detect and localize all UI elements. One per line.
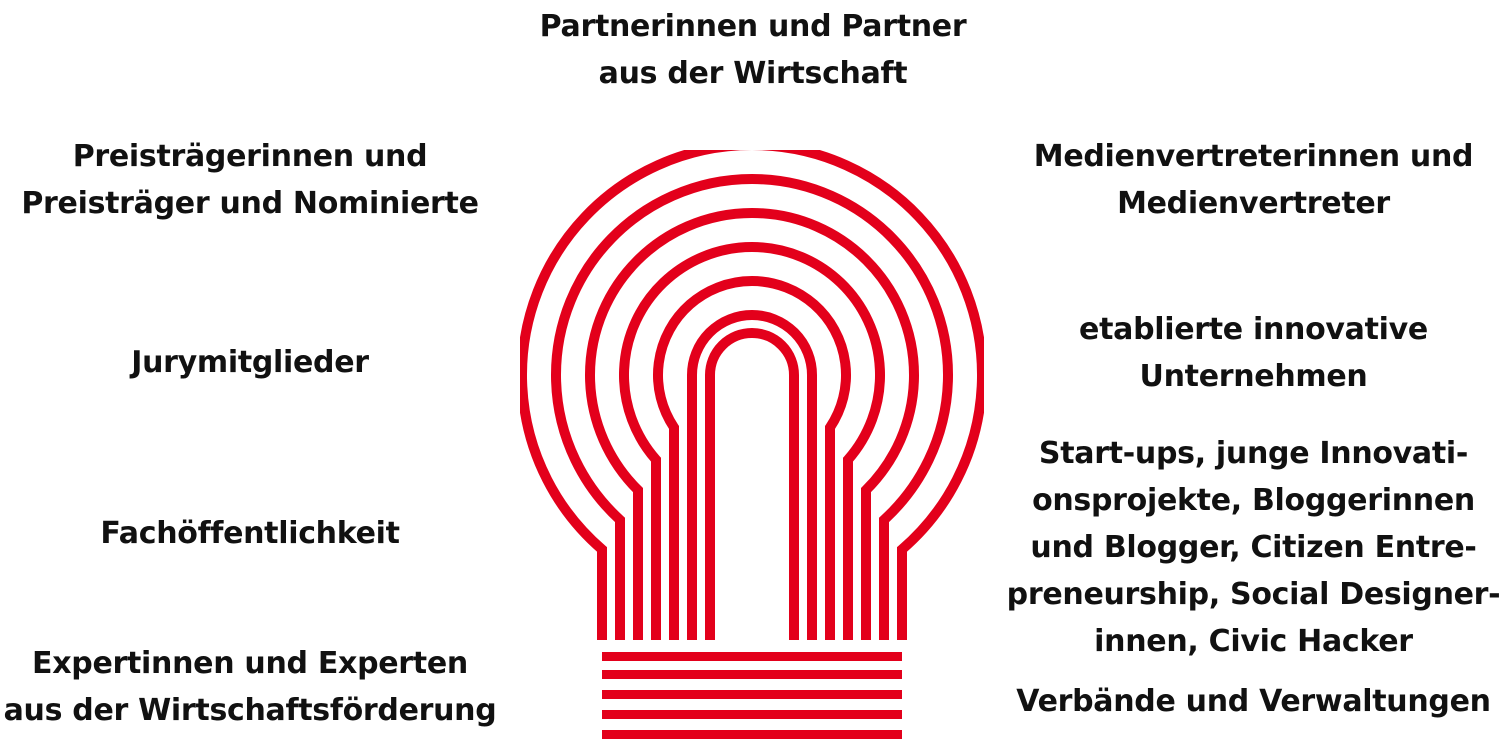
group-label-established-companies: etablierte innovative Unternehmen xyxy=(1079,312,1428,394)
bulb-arch xyxy=(585,208,919,640)
group-label-media: Medienvertreterinnen und Medienvertreter xyxy=(1033,139,1474,221)
bulb-base-bar xyxy=(602,652,902,661)
bulb-base-bar xyxy=(602,670,902,679)
bulb-base-bar xyxy=(602,710,902,719)
bulb-base-bar xyxy=(602,690,902,699)
bulb-arch xyxy=(619,242,885,640)
bulb-arch xyxy=(653,276,851,640)
bulb-arch xyxy=(551,174,953,640)
group-label-jury: Jurymitglieder xyxy=(131,345,369,380)
bulb-base-bars xyxy=(602,652,902,739)
group-label-professional-public: Fachöffentlichkeit xyxy=(100,516,400,551)
bulb-arches xyxy=(520,150,984,640)
group-label-startups: Start-ups, junge Innovati- onsprojekte, … xyxy=(1006,436,1501,659)
bulb-arch xyxy=(520,150,984,640)
group-label-business-partners: Partnerinnen und Partner aus der Wirtsch… xyxy=(539,9,967,91)
bulb-arch xyxy=(705,328,799,640)
group-label-experts: Expertinnen und Experten aus der Wirtsch… xyxy=(3,646,497,728)
group-label-prize-winners: Preisträgerinnen und Preisträger und Nom… xyxy=(21,139,479,221)
bulb-arch xyxy=(687,310,817,640)
bulb-base-bar xyxy=(602,730,902,739)
light-bulb-icon xyxy=(520,150,984,739)
group-label-associations: Verbände und Verwaltungen xyxy=(1016,684,1491,719)
